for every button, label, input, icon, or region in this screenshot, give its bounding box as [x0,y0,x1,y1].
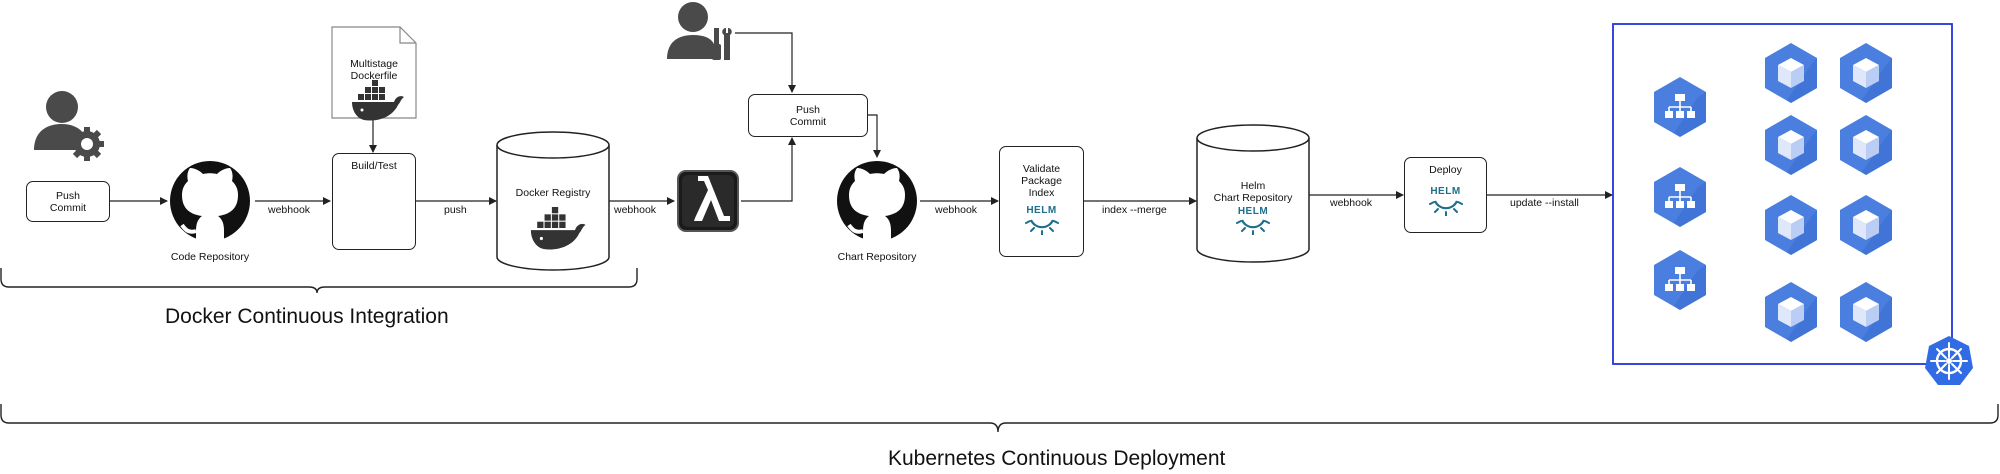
multistage-dockerfile-document [331,26,417,119]
validate-package-index-label: Validate Package Index [1021,163,1062,199]
github-icon [168,159,252,243]
build-test-label: Build/Test [351,160,397,172]
service-hexagon-icon [1653,76,1707,138]
push-commit-node: Push Commit [26,181,110,222]
pod-cube-icon [1765,115,1817,175]
edge-label-webhook: webhook [268,204,311,216]
deploy-node: Deploy HELM [1404,157,1487,233]
pod-cube-icon [1840,43,1892,103]
chart-repository-label: Chart Repository [837,251,917,263]
docker-ci-brace [0,268,638,294]
helm-logo-text: HELM [1026,205,1057,216]
service-hexagon-icon [1653,166,1707,228]
helm-logo-text: HELM [1430,186,1461,197]
service-hexagon-icon [1653,249,1707,311]
edges [110,32,1613,205]
k8s-cd-brace [0,404,1999,433]
edge-label-webhook: webhook [614,204,657,216]
validate-package-index-node: Validate Package Index HELM [999,146,1084,257]
edge-label-update-install: update --install [1510,197,1579,209]
helm-logo-text: HELM [1237,206,1269,217]
edge-push-commit-to-chart-repo [868,114,881,158]
kubernetes-icon [1925,336,1973,385]
pod-cube-icon [1840,195,1892,255]
edge-user-to-push-commit [735,32,796,93]
user-wrench-icon [667,2,732,60]
edge-label-push: push [444,204,467,216]
aws-lambda-icon [677,170,739,232]
push-commit-node: Push Commit [748,94,868,137]
github-icon [835,159,919,243]
helm-icon: HELM [1428,186,1463,216]
edge-label-index-merge: index --merge [1102,204,1167,216]
helm-icon: HELM [1024,205,1059,235]
edge-label-webhook: webhook [935,204,978,216]
pod-cube-icon [1765,282,1817,342]
docker-registry-label: Docker Registry [515,187,591,199]
pod-cube-icon [1765,195,1817,255]
k8s-cd-group-label: Kubernetes Continuous Deployment [888,447,1226,470]
helm-chart-repository-cylinder [1196,124,1310,263]
code-repository-label: Code Repository [170,251,250,263]
pod-cube-icon [1840,115,1892,175]
pod-cube-icon [1840,282,1892,342]
kubernetes-cluster-box [1612,23,1953,365]
helm-icon: HELM [1233,206,1273,235]
multistage-dockerfile-label: Multistage Dockerfile [350,58,398,82]
deploy-label: Deploy [1429,164,1462,176]
helm-chart-repository-label: Helm Chart Repository [1213,180,1293,204]
pod-cube-icon [1765,43,1817,103]
build-test-node: Build/Test [332,153,416,250]
docker-ci-group-label: Docker Continuous Integration [165,305,449,328]
user-gear-icon [34,91,104,161]
edge-label-webhook: webhook [1330,197,1373,209]
edge-lambda-to-push-commit [741,137,796,202]
